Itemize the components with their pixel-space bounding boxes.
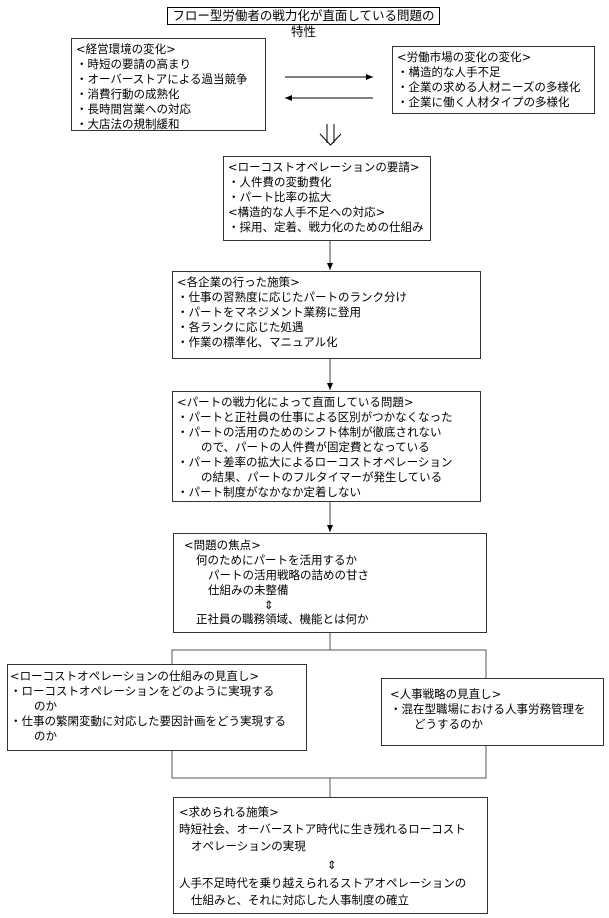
measure-line: 仕組みと、それに対応した人事制度の確立 (191, 893, 410, 907)
list-item-continued: のか (34, 699, 57, 713)
problems-box: <パートの戦力化によって直面している問題> ・パートと正社員の仕事による区別がつ… (172, 391, 481, 502)
list-item: ・企業の求める人材ニーズの多様化 (397, 80, 581, 94)
box-heading: <ローコストオペレーションの仕組みの見直し> (10, 669, 260, 683)
problem-focus-box: <問題の焦点> 何のためにパートを活用するか パートの活用戦略の詰めの甘さ 仕組… (173, 533, 487, 633)
box-heading: <各企業の行った施策> (177, 275, 300, 289)
box-heading: <経営環境の変化> (76, 42, 176, 56)
focus-line: 何のためにパートを活用するか (196, 553, 357, 567)
list-item-continued: のか (34, 729, 57, 743)
box-heading: <人事戦略の見直し> (390, 687, 502, 701)
low-cost-demand-box: <ローコストオペレーションの要請> ・人件費の変動費化 ・パート比率の拡大 <構… (223, 156, 431, 241)
diagram-title: フロー型労働者の戦力化が直面している問題の特性 (167, 7, 440, 39)
measure-line: 時短社会、オーバーストア時代に生き残れるローコスト (179, 822, 466, 836)
list-item: ・混在型職場における人事労務管理を (390, 702, 586, 716)
list-item: ・パートと正社員の仕事による区別がつかなくなった (177, 410, 453, 424)
list-item: ・消費行動の成熟化 (76, 87, 180, 101)
list-item: ・パートをマネジメント業務に登用 (177, 305, 361, 319)
required-measures-box: <求められる施策> 時短社会、オーバーストア時代に生き残れるローコスト オペレー… (173, 797, 488, 914)
box-heading: <パートの戦力化によって直面している問題> (177, 395, 414, 409)
double-arrow-icon: ⇕ (327, 858, 337, 872)
hollow-down-arrow-icon (319, 124, 342, 146)
list-item: ・パートの活用のためのシフト体制が徹底されない (177, 425, 442, 439)
list-item: ・ローコストオペレーションをどのように実現する (10, 684, 275, 698)
list-item: ・構造的な人手不足 (397, 65, 501, 79)
list-item: ・作業の標準化、マニュアル化 (177, 335, 338, 349)
list-item: ・採用、定着、戦力化のための仕組み (228, 220, 424, 234)
measure-line: オペレーションの実現 (191, 839, 306, 853)
list-item: ・パート比率の拡大 (228, 190, 332, 204)
list-item: ・仕事の繁閑変動に対応した要因計画をどう実現する (10, 714, 286, 728)
branch-lines-top (171, 632, 487, 678)
list-item: ・大店法の規制緩和 (76, 117, 180, 131)
list-item-continued: の結果、パートのフルタイマーが発生している (201, 470, 443, 484)
focus-line: 仕組みの未整備 (208, 583, 289, 597)
list-item: ・パート差率の拡大によるローコストオペレーション (177, 455, 453, 469)
focus-line: パートの活用戦略の詰めの甘さ (208, 568, 369, 582)
box-heading: <労働市場の変化の変化> (397, 50, 532, 64)
box-heading: <ローコストオペレーションの要請> (228, 160, 420, 174)
company-measures-box: <各企業の行った施策> ・仕事の習熟度に応じたパートのランク分け ・パートをマネ… (172, 271, 481, 359)
list-item: ・人件費の変動費化 (228, 175, 332, 189)
box-heading: <求められる施策> (179, 805, 279, 819)
labor-market-box: <労働市場の変化の変化> ・構造的な人手不足 ・企業の求める人材ニーズの多様化 … (392, 46, 595, 114)
branch-lines-bottom (171, 745, 487, 797)
list-item: ・各ランクに応じた処遇 (177, 320, 304, 334)
list-item: ・オーバーストアによる過当競争 (76, 72, 248, 86)
list-item: ・時短の要請の高まり (76, 57, 191, 71)
business-environment-box: <経営環境の変化> ・時短の要請の高まり ・オーバーストアによる過当競争 ・消費… (71, 38, 266, 131)
box-heading: <問題の焦点> (184, 538, 261, 552)
list-item: ・パート制度がなかなか定着しない (177, 485, 361, 499)
list-item: ・仕事の習熟度に応じたパートのランク分け (177, 290, 407, 304)
hr-strategy-box: <人事戦略の見直し> ・混在型職場における人事労務管理を どうするのか (381, 678, 604, 746)
focus-line: 正社員の職務領域、機能とは何か (196, 612, 369, 626)
list-item-continued: ので、パートの人件費が固定費となっている (201, 440, 430, 454)
list-item: ・企業に働く人材タイプの多様化 (397, 95, 570, 109)
measure-line: 人手不足時代を乗り越えられるストアオペレーションの (179, 876, 467, 890)
low-cost-review-box: <ローコストオペレーションの仕組みの見直し> ・ローコストオペレーションをどのよ… (7, 664, 307, 751)
double-arrow-icon: ⇕ (264, 598, 274, 612)
list-item: ・長時間営業への対応 (76, 102, 191, 116)
box-heading: <構造的な人手不足への対応> (228, 205, 386, 219)
list-item-continued: どうするのか (414, 717, 483, 731)
